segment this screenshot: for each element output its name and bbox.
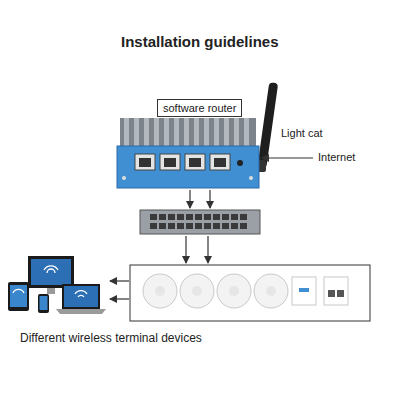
arrow — [209, 190, 210, 208]
node-text: software router — [163, 101, 236, 115]
arrow — [185, 236, 186, 263]
arrow — [207, 236, 208, 263]
network-switch — [140, 210, 260, 234]
internet-arrow — [262, 157, 313, 158]
access-points — [130, 265, 370, 321]
label: Light cat — [281, 127, 323, 139]
label: Internet — [318, 151, 355, 163]
arrow — [189, 190, 190, 208]
arrow — [110, 280, 129, 281]
label: Different wireless terminal devices — [20, 331, 202, 345]
wireless-devices — [8, 256, 106, 314]
title: Installation guidelines — [121, 33, 279, 50]
arrow — [110, 298, 129, 299]
router-body — [117, 118, 259, 188]
label-box: software router — [157, 99, 242, 117]
